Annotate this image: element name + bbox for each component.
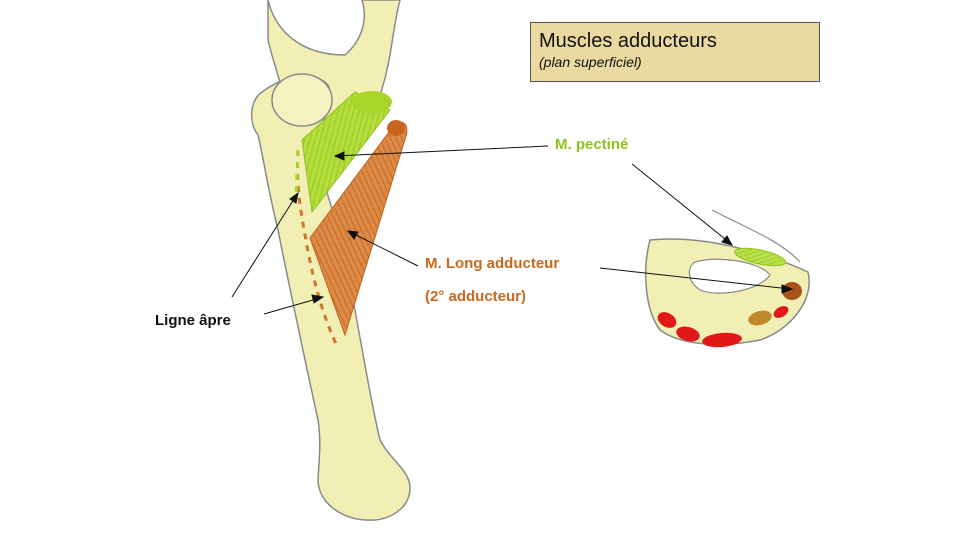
label-ligne-apre: Ligne âpre — [155, 312, 231, 329]
femoral-head — [271, 73, 333, 127]
adducteur-arrow-section — [599, 267, 791, 290]
title-main: Muscles adducteurs — [539, 30, 717, 52]
title-box: Muscles adducteurs (plan superficiel) — [530, 22, 820, 82]
pectine-arrow-femur — [334, 145, 549, 157]
red-muscle-3 — [702, 332, 742, 348]
pectine-arrow-section — [631, 163, 731, 244]
red-muscle-4 — [773, 306, 789, 318]
pubis-upper-edge — [711, 209, 801, 263]
title-sub: (plan superficiel) — [539, 54, 642, 70]
red-muscle-1 — [657, 312, 677, 328]
long-adducteur-origin — [387, 120, 405, 136]
ligne-apre-arrow-2 — [263, 297, 321, 315]
adducteur-arrow-femur — [349, 231, 419, 267]
brown-muscle-section — [748, 310, 772, 326]
pectine-insertion-line — [294, 149, 300, 201]
pectine-section — [734, 247, 786, 267]
label-long-adducteur-sub: (2° adducteur) — [425, 288, 527, 305]
label-long-adducteur: M. Long adducteur — [425, 255, 560, 272]
ligne-apre-arrow-1 — [231, 195, 297, 298]
red-muscle-2 — [676, 326, 700, 342]
pectine-origin — [352, 91, 392, 113]
label-pectine: M. pectiné — [555, 136, 629, 153]
